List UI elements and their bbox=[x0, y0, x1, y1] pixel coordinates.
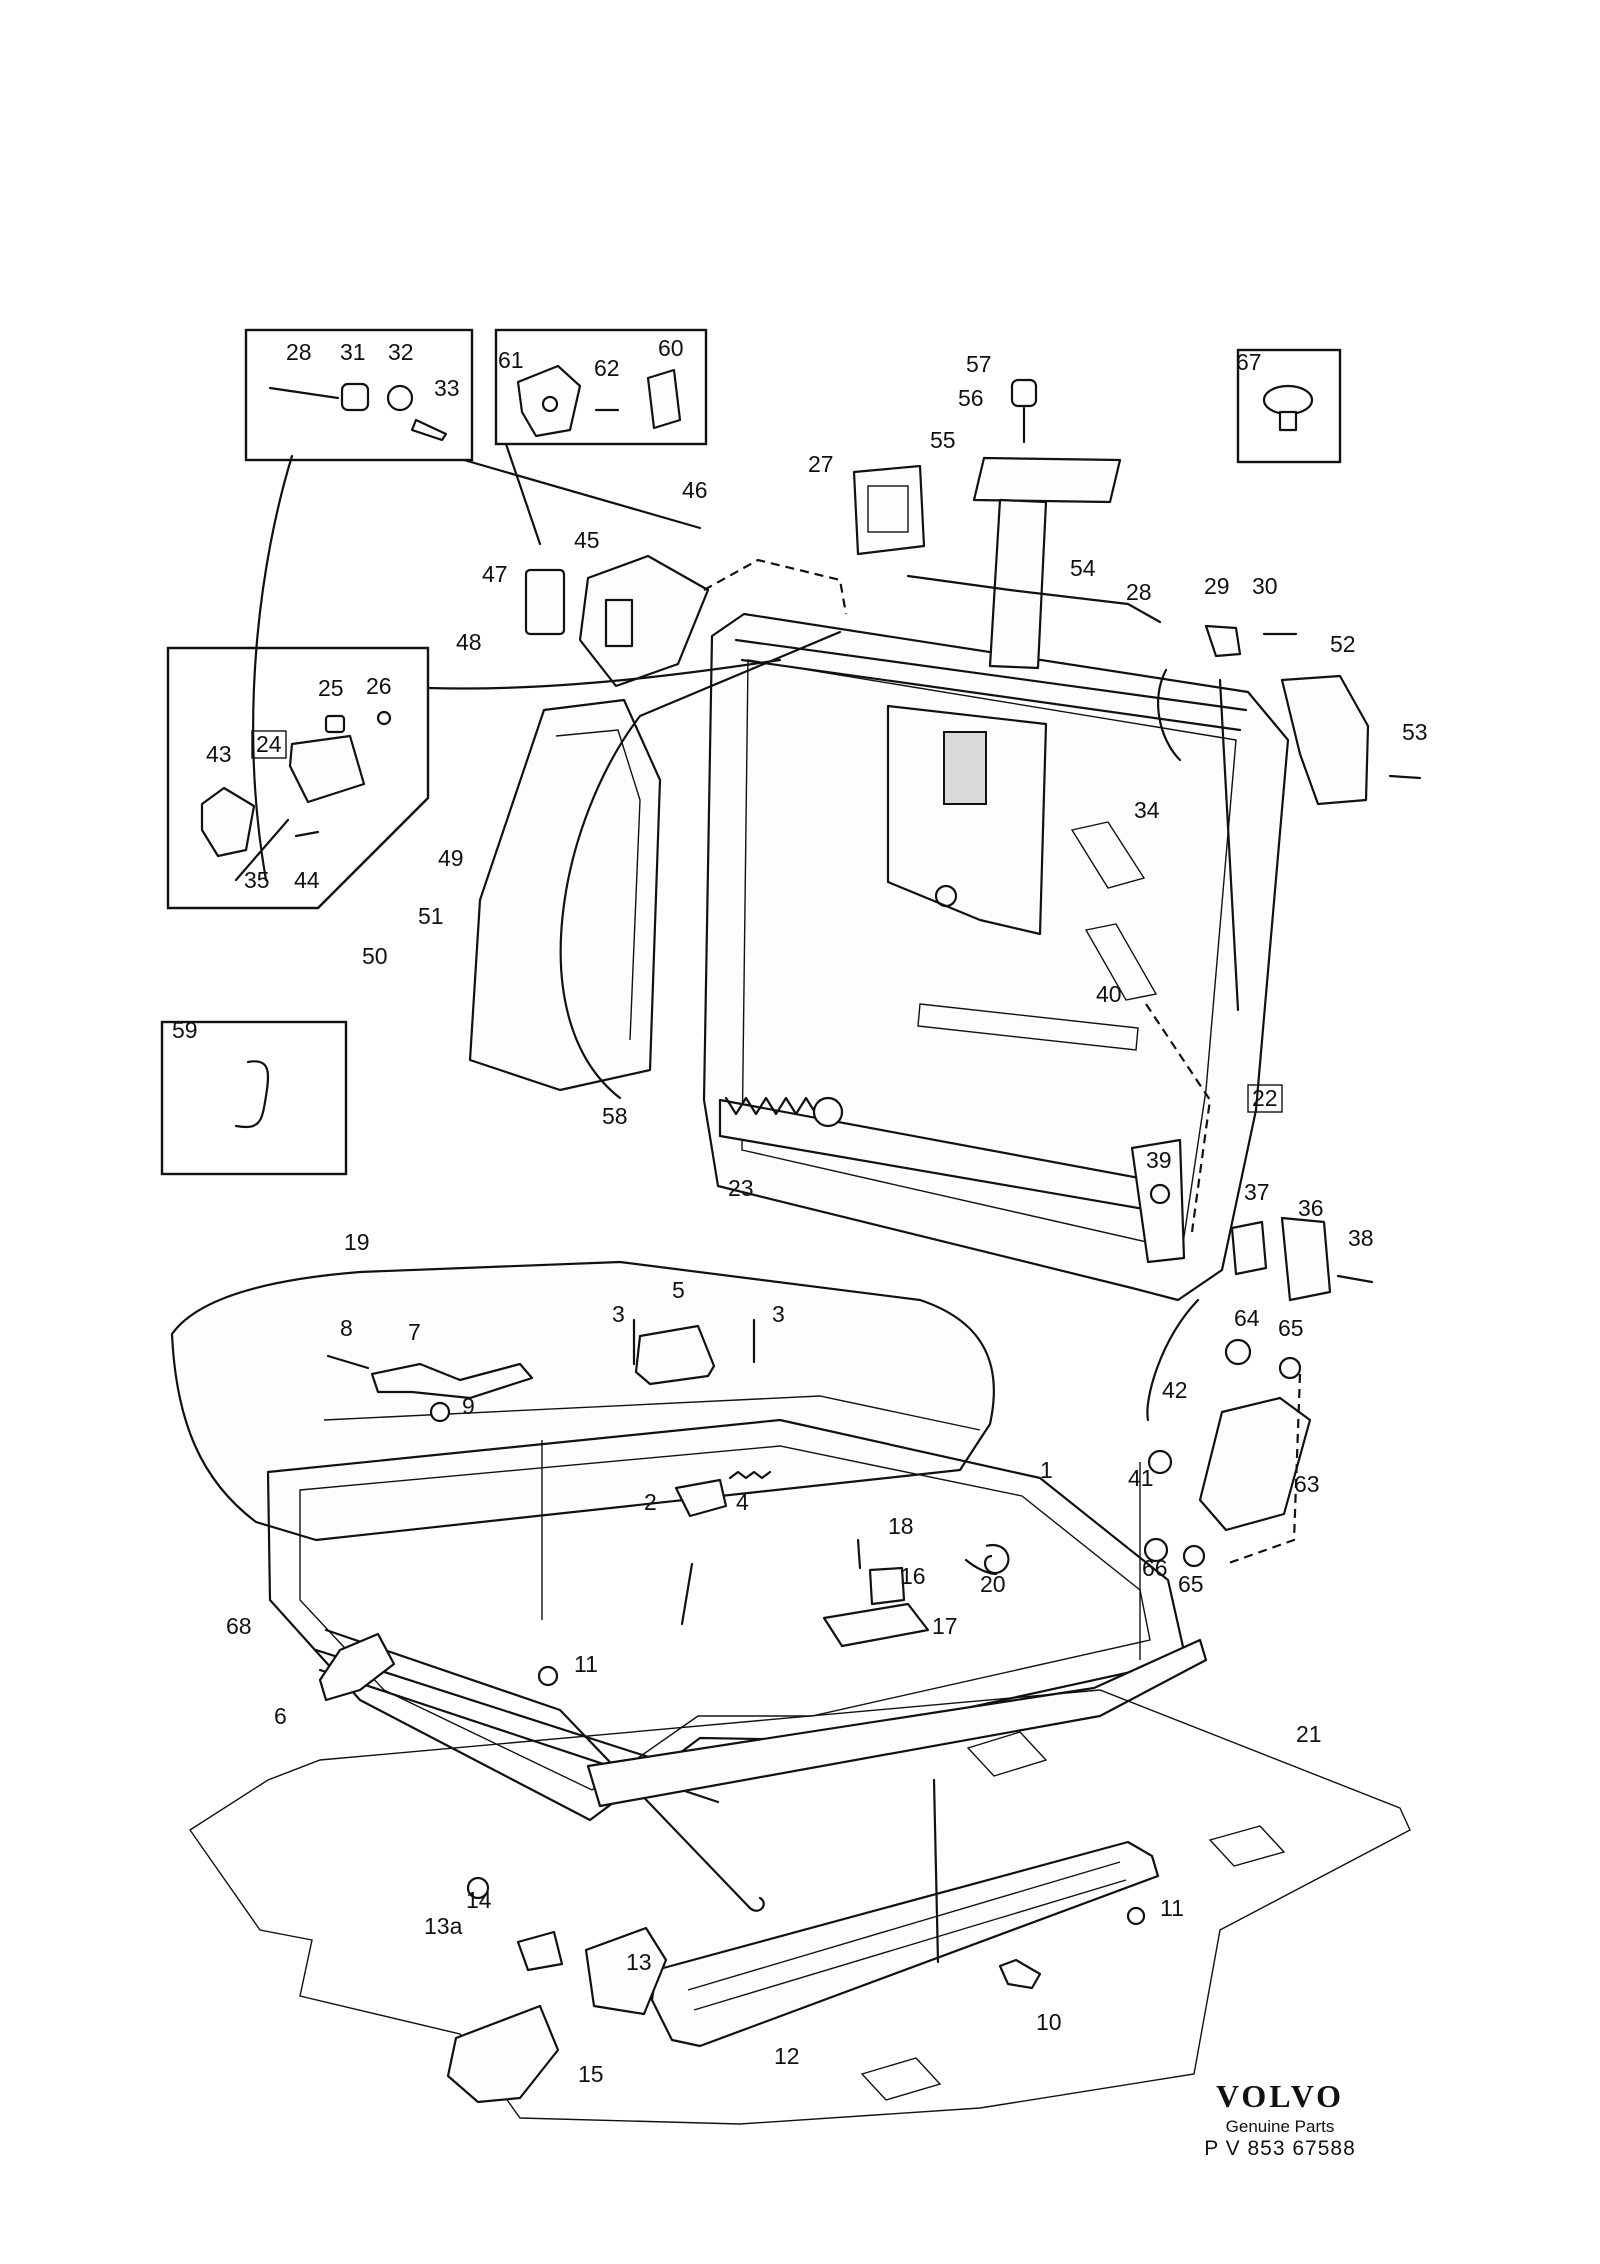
callout-31: 31 bbox=[340, 339, 366, 365]
callout-41: 41 bbox=[1128, 1465, 1154, 1491]
callout-13a: 13a bbox=[424, 1913, 463, 1939]
corner-cap-52-53 bbox=[1218, 674, 1422, 1012]
volvo-logo-text: VOLVO bbox=[1215, 2078, 1345, 2114]
callout-65: 65 bbox=[1278, 1315, 1304, 1341]
sill-panel-12 bbox=[650, 1840, 1160, 2048]
callout-3: 3 bbox=[612, 1301, 625, 1327]
catalog-number: P V 853 67588 bbox=[1204, 2137, 1356, 2160]
callout-32: 32 bbox=[388, 339, 414, 365]
inset-box-59 bbox=[160, 1020, 348, 1176]
callout-21: 21 bbox=[1296, 1721, 1322, 1747]
callout-16: 16 bbox=[900, 1563, 926, 1589]
callout-15: 15 bbox=[578, 2061, 604, 2087]
connector-lines bbox=[252, 442, 1212, 1964]
callout-30: 30 bbox=[1252, 573, 1278, 599]
callout-63: 63 bbox=[1294, 1471, 1320, 1497]
callout-18: 18 bbox=[888, 1513, 914, 1539]
side-bracket-36-39 bbox=[1230, 1216, 1374, 1302]
callout-5: 5 bbox=[672, 1277, 685, 1303]
callout-48: 48 bbox=[456, 629, 482, 655]
callout-55: 55 bbox=[930, 427, 956, 453]
callout-68: 68 bbox=[226, 1613, 252, 1639]
callout-67: 67 bbox=[1236, 349, 1262, 375]
callout-43: 43 bbox=[206, 741, 232, 767]
callout-52: 52 bbox=[1330, 631, 1356, 657]
callout-27: 27 bbox=[808, 451, 834, 477]
rod-28-and-catch-29-30 bbox=[906, 574, 1298, 658]
callout-17: 17 bbox=[932, 1613, 958, 1639]
callout-25: 25 bbox=[318, 675, 344, 701]
cushion-mount-13-15 bbox=[446, 1876, 668, 2104]
callout-1: 1 bbox=[1040, 1457, 1053, 1483]
callout-26: 26 bbox=[366, 673, 392, 699]
callout-42: 42 bbox=[1162, 1377, 1188, 1403]
callout-28: 28 bbox=[1126, 579, 1152, 605]
callout-33: 33 bbox=[434, 375, 460, 401]
callout-28: 28 bbox=[286, 339, 312, 365]
callout-57: 57 bbox=[966, 351, 992, 377]
callout-50: 50 bbox=[362, 943, 388, 969]
callout-47: 47 bbox=[482, 561, 508, 587]
small-parts-cushion bbox=[318, 1318, 1010, 1702]
callout-box-22 bbox=[1247, 1084, 1283, 1113]
callout-7: 7 bbox=[408, 1319, 421, 1345]
inset-box-24-44 bbox=[166, 646, 430, 910]
callout-40: 40 bbox=[1096, 981, 1122, 1007]
seat-back-frame bbox=[702, 612, 1290, 1302]
callout-12: 12 bbox=[774, 2043, 800, 2069]
hinge-bracket-63-66 bbox=[1143, 1338, 1312, 1568]
callout-60: 60 bbox=[658, 335, 684, 361]
inset-box-60-62 bbox=[494, 328, 708, 446]
brand-tagline: Genuine Parts bbox=[1225, 2117, 1335, 2136]
callout-2: 2 bbox=[644, 1489, 657, 1515]
callout-13: 13 bbox=[626, 1949, 652, 1975]
callout-24: 24 bbox=[256, 731, 282, 757]
callout-23: 23 bbox=[728, 1175, 754, 1201]
callout-4: 4 bbox=[736, 1489, 749, 1515]
upper-bracket-45-47 bbox=[524, 554, 848, 688]
callout-45: 45 bbox=[574, 527, 600, 553]
floor-panel-21 bbox=[189, 1689, 1411, 2125]
callout-11: 11 bbox=[574, 1651, 598, 1677]
callout-35: 35 bbox=[244, 867, 270, 893]
callout-22: 22 bbox=[1252, 1085, 1278, 1111]
callout-6: 6 bbox=[274, 1703, 287, 1729]
callout-box-24 bbox=[251, 730, 287, 759]
callout-61: 61 bbox=[498, 347, 524, 373]
headrest-guide-54-57 bbox=[852, 378, 1122, 670]
callout-49: 49 bbox=[438, 845, 464, 871]
volvo-brand-block: VOLVO Genuine Parts P V 853 67588 bbox=[1175, 2078, 1385, 2161]
callout-11: 11 bbox=[1160, 1895, 1184, 1921]
callout-53: 53 bbox=[1402, 719, 1428, 745]
seat-cushion-19 bbox=[170, 1260, 995, 1542]
callout-3: 3 bbox=[772, 1301, 785, 1327]
callout-46: 46 bbox=[682, 477, 708, 503]
callout-62: 62 bbox=[594, 355, 620, 381]
callout-65: 65 bbox=[1178, 1571, 1204, 1597]
callout-66: 66 bbox=[1142, 1555, 1168, 1581]
callout-38: 38 bbox=[1348, 1225, 1374, 1251]
callout-8: 8 bbox=[340, 1315, 353, 1341]
callout-39: 39 bbox=[1146, 1147, 1172, 1173]
callout-64: 64 bbox=[1234, 1305, 1260, 1331]
callout-37: 37 bbox=[1244, 1179, 1270, 1205]
callout-44: 44 bbox=[294, 867, 320, 893]
callout-9: 9 bbox=[462, 1393, 475, 1419]
callout-51: 51 bbox=[418, 903, 444, 929]
inset-box-28-33 bbox=[244, 328, 474, 462]
callout-34: 34 bbox=[1134, 797, 1160, 823]
callout-36: 36 bbox=[1298, 1195, 1324, 1221]
callout-19: 19 bbox=[344, 1229, 370, 1255]
callout-14: 14 bbox=[466, 1887, 492, 1913]
callout-20: 20 bbox=[980, 1571, 1006, 1597]
callout-58: 58 bbox=[602, 1103, 628, 1129]
callout-56: 56 bbox=[958, 385, 984, 411]
callout-59: 59 bbox=[172, 1017, 198, 1043]
callout-54: 54 bbox=[1070, 555, 1096, 581]
callout-29: 29 bbox=[1204, 573, 1230, 599]
callout-10: 10 bbox=[1036, 2009, 1062, 2035]
inset-box-67 bbox=[1236, 348, 1342, 464]
